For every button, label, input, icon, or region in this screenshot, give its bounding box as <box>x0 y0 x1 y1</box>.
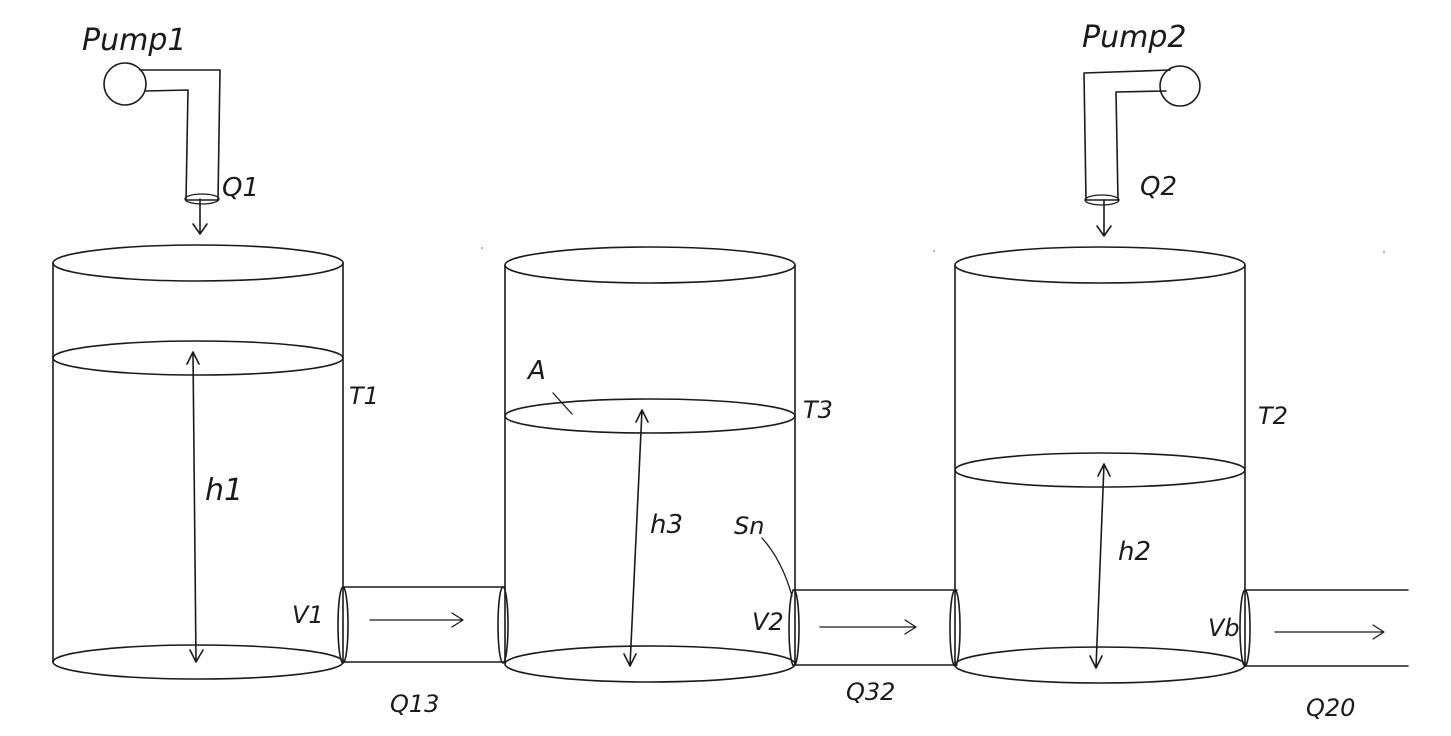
pump-1-label: Pump1 <box>82 23 186 58</box>
pump-2-motor-icon <box>1159 65 1201 107</box>
outlet-2-0-pipe <box>1244 589 1409 667</box>
tank-3: h3 A T3 <box>504 246 833 683</box>
valve-1-label: V1 <box>292 601 324 629</box>
pump-1-flow-label: Q1 <box>222 173 259 203</box>
pump-2-flow-arrow-icon <box>1096 199 1112 237</box>
valve-1-flow-label: Q13 <box>390 690 439 718</box>
valve-2-label: V2 <box>752 608 784 636</box>
tank-3-area-pointer <box>552 392 573 415</box>
outlet-2-0: Vb Q20 <box>1208 589 1409 722</box>
valve-2-icon <box>788 589 800 667</box>
tank-2-walls <box>954 264 1246 666</box>
pump-2: Pump2 Q2 <box>1082 20 1201 237</box>
tank-3-level-label: h3 <box>650 510 683 540</box>
tank-1-water-surface <box>52 340 344 376</box>
pump-2-label: Pump2 <box>1082 20 1186 55</box>
tank-3-level-arrow-icon <box>623 409 649 667</box>
pump-1-nozzle <box>184 193 220 205</box>
connector-3-2-outlet <box>949 589 961 667</box>
pump-1: Pump1 Q1 <box>82 23 259 235</box>
connector-1-3-pipe <box>342 586 506 663</box>
connector-1-3: V1 Q13 <box>292 586 509 718</box>
tank-1-level-label: h1 <box>205 473 243 508</box>
valve-1-icon <box>337 586 349 664</box>
tank-1: h1 T1 <box>52 244 379 680</box>
tank-1-top-rim <box>52 244 344 282</box>
pump-2-outlet-pipe <box>1083 69 1171 201</box>
connector-1-3-flow-arrow-icon <box>369 612 464 628</box>
pump-2-nozzle <box>1084 194 1120 206</box>
connector-3-2-flow-arrow-icon <box>819 619 917 635</box>
tank-1-bottom <box>52 644 344 680</box>
tank-2-bottom <box>954 646 1246 684</box>
valve-b-label: Vb <box>1208 614 1240 642</box>
valve-b-icon <box>1239 589 1251 667</box>
stray-dot <box>481 247 483 249</box>
tank-3-bottom <box>504 645 796 683</box>
valve-2-flow-label: Q32 <box>846 678 895 706</box>
tank-2-level-arrow-icon <box>1089 463 1111 669</box>
connector-3-2: V2 Sn Q32 <box>734 512 961 706</box>
tank-1-label: T1 <box>349 382 379 410</box>
tank-2-level-label: h2 <box>1118 537 1151 567</box>
tank-3-area-label: A <box>526 356 546 386</box>
connector-3-2-pipe <box>792 589 958 666</box>
pump-1-motor-icon <box>103 62 147 106</box>
tank-2: h2 T2 <box>954 246 1288 684</box>
tank-3-top-rim <box>504 246 796 284</box>
tank-3-label: T3 <box>803 396 833 424</box>
connector-1-3-outlet <box>497 586 509 664</box>
tank-1-walls <box>52 262 344 663</box>
tank-3-water-surface <box>504 398 796 434</box>
pump-1-flow-arrow-icon <box>192 198 208 235</box>
pump-2-flow-label: Q2 <box>1140 172 1177 202</box>
tank-3-walls <box>504 264 796 665</box>
tank-2-label: T2 <box>1258 402 1288 430</box>
stray-dot <box>933 250 935 252</box>
tank-2-top-rim <box>954 246 1246 284</box>
tank-2-water-surface <box>954 452 1246 488</box>
valve-2-section-pointer <box>761 537 793 597</box>
stray-dot <box>1383 251 1385 253</box>
valve-2-section-label: Sn <box>734 512 764 540</box>
pump-1-outlet-pipe <box>139 69 221 201</box>
outlet-2-0-flow-arrow-icon <box>1274 624 1385 640</box>
tank-1-level-arrow-icon <box>186 351 204 663</box>
valve-b-flow-label: Q20 <box>1306 694 1355 722</box>
